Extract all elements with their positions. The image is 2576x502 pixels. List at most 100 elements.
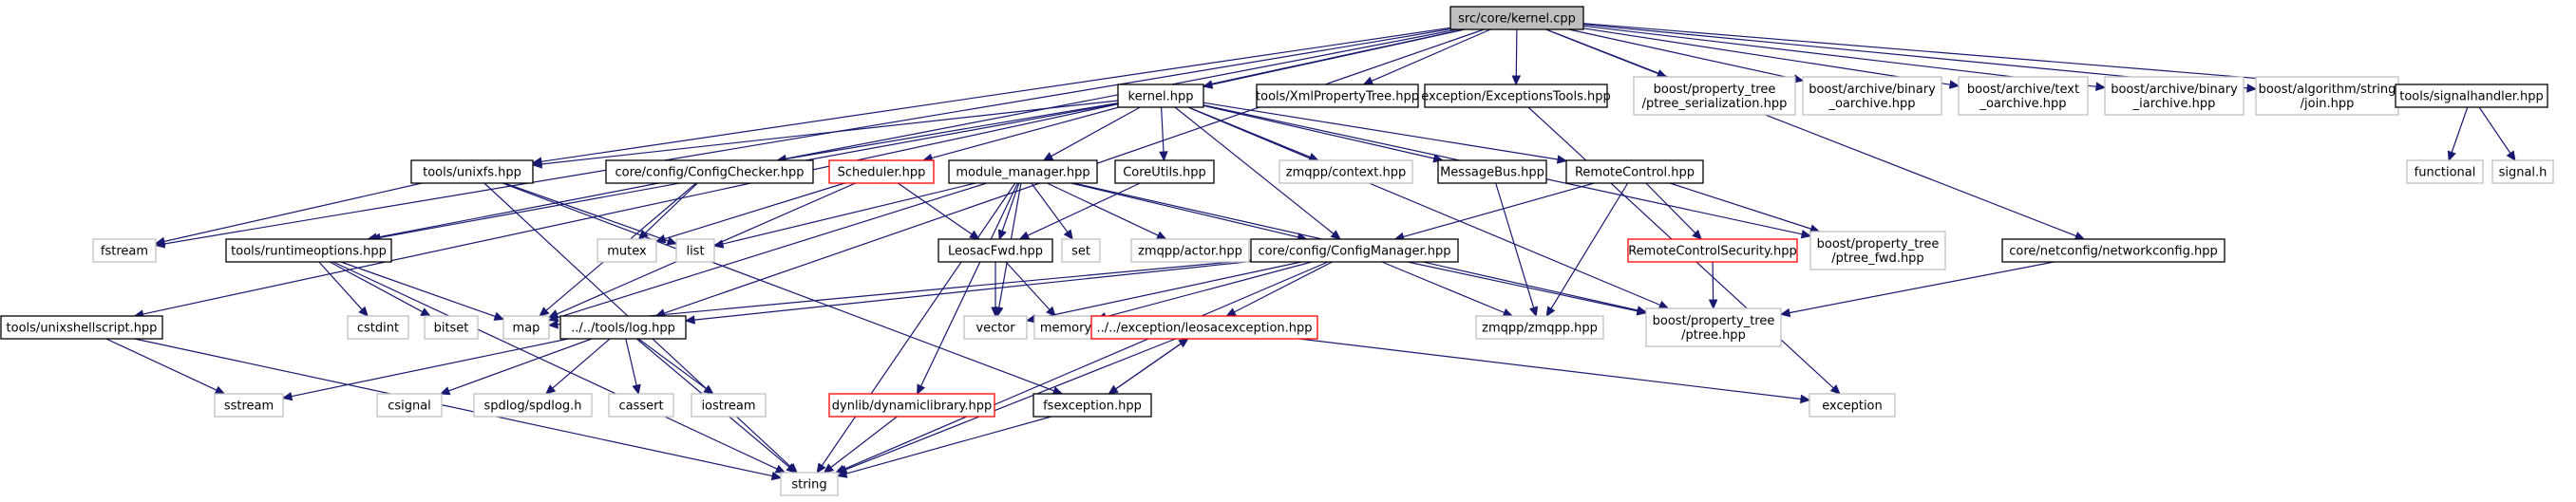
node-join[interactable]: boost/algorithm/string/join.hpp — [2255, 76, 2399, 116]
node-box — [1114, 159, 1215, 184]
node-exctools[interactable]: exception/ExceptionsTools.hpp — [1421, 84, 1611, 108]
node-msgbus[interactable]: MessageBus.hpp — [1437, 159, 1547, 184]
edge-arrowhead — [632, 383, 641, 396]
edge-arrowhead — [917, 383, 926, 396]
edge-arrowhead — [214, 385, 226, 395]
node-functional[interactable]: functional — [2406, 159, 2484, 184]
node-set[interactable]: set — [1061, 238, 1101, 263]
node-runtimeopts[interactable]: tools/runtimeoptions.hpp — [225, 238, 392, 263]
node-label: spdlog/spdlog.h — [484, 400, 582, 414]
node-unixfs[interactable]: tools/unixfs.hpp — [410, 159, 534, 184]
node-ptfwd[interactable]: boost/property_tree/ptree_fwd.hpp — [1809, 231, 1946, 270]
edge-arrowhead — [991, 307, 1000, 318]
edge-arrowhead — [1042, 152, 1054, 161]
node-xmlpt[interactable]: tools/XmlPropertyTree.hpp — [1256, 84, 1419, 108]
node-cfgmgr[interactable]: core/config/ConfigManager.hpp — [1250, 238, 1459, 263]
node-exception[interactable]: exception — [1809, 393, 1896, 418]
node-sstream[interactable]: sstream — [214, 393, 284, 418]
node-box — [1475, 315, 1604, 340]
node-unixshell[interactable]: tools/unixshellscript.hpp — [0, 315, 163, 340]
edge-line — [1582, 28, 1951, 85]
node-sighandler[interactable]: tools/signalhandler.hpp — [2395, 84, 2548, 108]
node-box — [1809, 393, 1896, 418]
node-csignal[interactable]: csignal — [376, 393, 443, 418]
node-txt_oarch[interactable]: boost/archive/text_oarchive.hpp — [1958, 76, 2089, 116]
node-box — [2395, 84, 2548, 108]
node-kernel_cpp[interactable]: src/core/kernel.cpp — [1449, 6, 1584, 30]
edge-line — [291, 338, 569, 398]
node-label: MessageBus.hpp — [1440, 166, 1544, 180]
node-box — [938, 238, 1053, 263]
edge-modmgr-to-set — [1031, 182, 1073, 240]
edge-modmgr-to-leosacfwd — [997, 182, 1020, 241]
node-box — [1437, 159, 1547, 184]
node-zactor[interactable]: zmqpp/actor.hpp — [1130, 238, 1250, 263]
node-box — [1802, 76, 1942, 116]
node-box — [1424, 84, 1608, 108]
node-map[interactable]: map — [502, 315, 550, 340]
node-label: iostream — [701, 400, 755, 414]
node-label: memory — [1040, 322, 1092, 336]
node-log[interactable]: ../../tools/log.hpp — [559, 315, 687, 340]
node-zctx[interactable]: zmqpp/context.hpp — [1279, 159, 1413, 184]
node-list[interactable]: list — [675, 238, 715, 263]
edge-arrowhead — [420, 307, 431, 317]
edge-line — [1108, 343, 1182, 395]
edge-arrowhead — [1155, 231, 1167, 240]
node-vector[interactable]: vector — [963, 315, 1028, 340]
edge-msgbus-to-zmqpp — [1495, 182, 1539, 318]
edge-arrowhead — [1511, 75, 1522, 86]
node-box — [1061, 238, 1101, 263]
edge-arrowhead — [1225, 307, 1237, 317]
node-cfgchecker[interactable]: core/config/ConfigChecker.hpp — [605, 159, 814, 184]
edge-kernel_hpp-to-modmgr — [1042, 106, 1141, 161]
node-leoexc[interactable]: ../../exception/leosacexception.hpp — [1090, 315, 1318, 340]
node-netconfig[interactable]: core/netconfig/networkconfig.hpp — [2001, 238, 2226, 263]
edge-remotectl-to-cfgmgr — [1393, 182, 1595, 242]
node-signal_h[interactable]: signal.h — [2491, 159, 2554, 184]
edge-line — [1203, 102, 1559, 160]
edge-arrowhead — [654, 234, 667, 244]
node-dynlib[interactable]: dynlib/dynamiclibrary.hpp — [828, 393, 995, 418]
node-remotectl[interactable]: RemoteControl.hpp — [1565, 159, 1704, 184]
node-label: string — [791, 478, 826, 493]
node-rcsec[interactable]: RemoteControlSecurity.hpp — [1627, 238, 1798, 263]
edge-line — [1027, 182, 1141, 236]
edge-line — [693, 260, 1252, 321]
node-bin_iarch[interactable]: boost/archive/binary_iarchive.hpp — [2104, 76, 2245, 116]
node-label: _oarchive.hpp — [1979, 97, 2066, 111]
node-pt_ser[interactable]: boost/property_tree/ptree_serialization.… — [1633, 76, 1796, 116]
node-string[interactable]: string — [780, 472, 839, 496]
edge-scheduler-to-mutex — [654, 182, 845, 244]
node-fstream[interactable]: fstream — [92, 238, 157, 263]
node-zmqpp[interactable]: zmqpp/zmqpp.hpp — [1475, 315, 1604, 340]
edge-arrowhead — [1829, 384, 1841, 395]
node-spdlog[interactable]: spdlog/spdlog.h — [473, 393, 593, 418]
node-leosacfwd[interactable]: LeosacFwd.hpp — [938, 238, 1053, 263]
edge-arrowhead — [823, 463, 835, 474]
edge-arrowhead — [1159, 151, 1168, 162]
edge-arrowhead — [1529, 306, 1539, 318]
node-modmgr[interactable]: module_manager.hpp — [948, 159, 1098, 184]
node-coreutils[interactable]: CoreUtils.hpp — [1114, 159, 1215, 184]
node-label: exception — [1822, 400, 1883, 414]
node-memory[interactable]: memory — [1033, 315, 1098, 340]
node-iostream[interactable]: iostream — [691, 393, 767, 418]
node-cstdint[interactable]: cstdint — [347, 315, 409, 340]
node-label: module_manager.hpp — [956, 166, 1089, 180]
node-scheduler[interactable]: Scheduler.hpp — [828, 159, 935, 184]
node-fsexc[interactable]: fsexception.hpp — [1032, 393, 1152, 418]
node-mutex[interactable]: mutex — [597, 238, 657, 263]
edge-line — [134, 338, 773, 477]
node-cassert[interactable]: cassert — [608, 393, 674, 418]
node-label: boost/property_tree — [1817, 237, 1940, 251]
edges-layer — [105, 23, 2516, 481]
node-bitset[interactable]: bitset — [424, 315, 479, 340]
edge-line — [722, 182, 976, 245]
node-kernel_hpp[interactable]: kernel.hpp — [1117, 84, 1204, 108]
node-box — [214, 393, 284, 418]
node-ptree[interactable]: boost/property_tree/ptree.hpp — [1645, 307, 1782, 347]
node-bin_oarch[interactable]: boost/archive/binary_oarchive.hpp — [1802, 76, 1942, 116]
edge-modmgr-to-map — [547, 182, 987, 323]
